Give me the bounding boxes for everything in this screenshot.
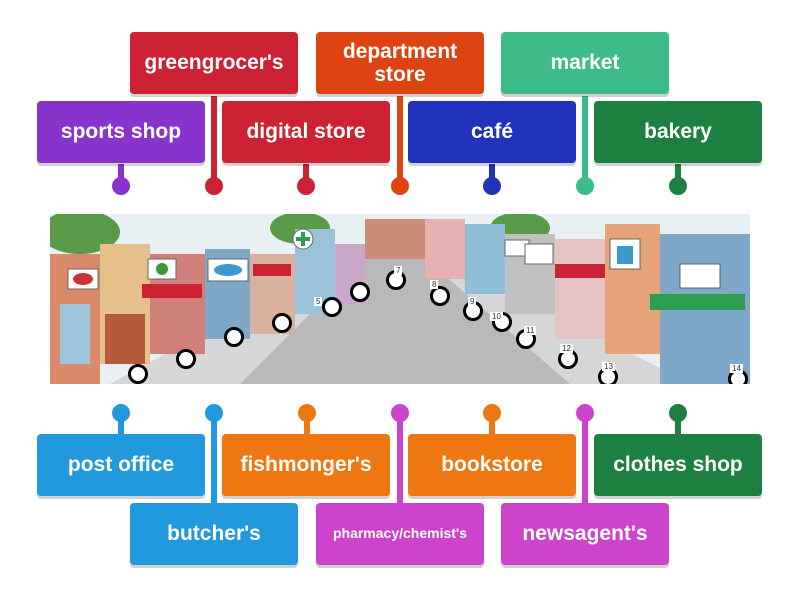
label-cafe[interactable]: café: [408, 101, 576, 163]
connector-stem: [582, 413, 588, 505]
newspaper-sign-icon: [679, 263, 721, 289]
label-butchers[interactable]: butcher's: [130, 503, 298, 565]
hotspot-6[interactable]: [350, 282, 370, 302]
label-sports-shop[interactable]: sports shop: [37, 101, 205, 163]
hotspot-number: 12: [560, 344, 573, 353]
label-department-store[interactable]: department store: [316, 32, 484, 94]
connector-stem: [397, 96, 403, 186]
hotspot-8[interactable]: [430, 286, 450, 306]
hotspot-number: 13: [602, 362, 615, 371]
anchor-pin: [205, 404, 223, 422]
anchor-pin: [205, 177, 223, 195]
label-pharmacy-chemists[interactable]: pharmacy/chemist's: [316, 503, 484, 565]
anchor-pin: [576, 404, 594, 422]
label-bookstore[interactable]: bookstore: [408, 434, 576, 496]
connector-stem: [489, 164, 495, 186]
hotspot-number: 7: [394, 266, 403, 275]
hotspot-number: 8: [430, 280, 439, 289]
connector-stem: [582, 96, 588, 186]
anchor-pin: [669, 404, 687, 422]
anchor-pin: [576, 177, 594, 195]
connector-stem: [211, 413, 217, 505]
label-newsagents[interactable]: newsagent's: [501, 503, 669, 565]
connector-stem: [118, 413, 124, 435]
street-scene-illustration: [50, 214, 750, 384]
label-greengrocers[interactable]: greengrocer's: [130, 32, 298, 94]
label-digital-store[interactable]: digital store: [222, 101, 390, 163]
connector-stem: [303, 164, 309, 186]
anchor-pin: [669, 177, 687, 195]
hotspot-1[interactable]: [128, 364, 148, 384]
label-fishmongers[interactable]: fishmonger's: [222, 434, 390, 496]
label-bakery[interactable]: bakery: [594, 101, 762, 163]
hotspot-3[interactable]: [224, 327, 244, 347]
hotspot-2[interactable]: [176, 349, 196, 369]
anchor-pin: [112, 404, 130, 422]
street-scene-image: 5 7 8 9 10 11 12 13 14: [50, 214, 750, 384]
connector-stem: [675, 164, 681, 186]
hotspot-number: 11: [524, 326, 537, 335]
hotspot-number: 5: [314, 297, 323, 306]
label-clothes-shop[interactable]: clothes shop: [594, 434, 762, 496]
connector-stem: [304, 413, 310, 435]
connector-stem: [675, 413, 681, 435]
book-sign-icon: [524, 243, 554, 265]
hotspot-number: 10: [490, 312, 503, 321]
anchor-pin: [483, 177, 501, 195]
hotspot-5[interactable]: [322, 297, 342, 317]
anchor-pin: [483, 404, 501, 422]
anchor-pin: [391, 404, 409, 422]
connector-stem: [489, 413, 495, 435]
hotspot-4[interactable]: [272, 313, 292, 333]
connector-stem: [211, 96, 217, 186]
label-market[interactable]: market: [501, 32, 669, 94]
anchor-pin: [112, 177, 130, 195]
anchor-pin: [391, 177, 409, 195]
hotspot-number: 14: [730, 364, 743, 373]
anchor-pin: [298, 404, 316, 422]
label-post-office[interactable]: post office: [37, 434, 205, 496]
hotspot-number: 9: [468, 297, 477, 306]
anchor-pin: [297, 177, 315, 195]
connector-stem: [118, 164, 124, 186]
connector-stem: [397, 413, 403, 505]
